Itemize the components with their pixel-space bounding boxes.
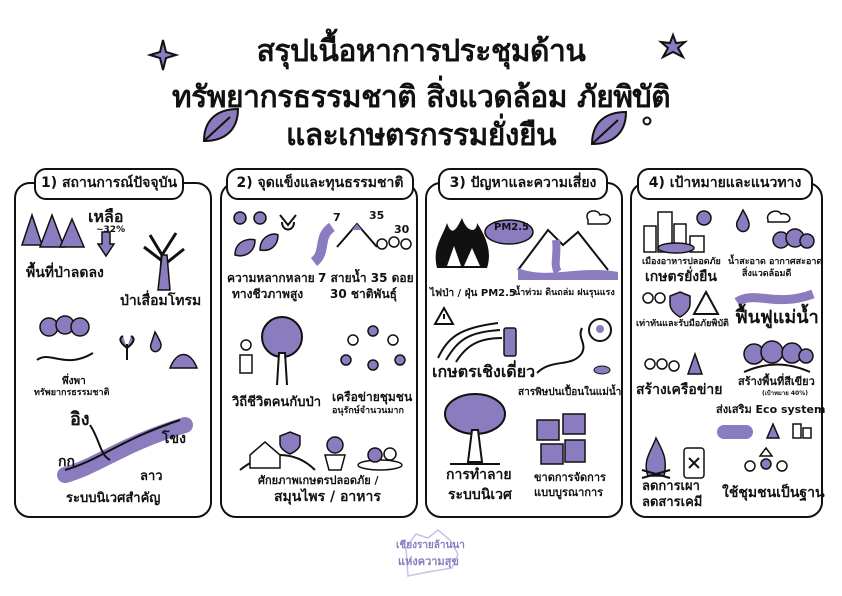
- panel-1-title: 1) สถานการณ์ปัจจุบัน: [34, 168, 184, 200]
- disaster-label: เท่าทันและรับมือภัยพิบัติ: [636, 319, 729, 329]
- resources-label: ทรัพยากรธรรมชาติ: [34, 388, 110, 398]
- farm-herbs-food-icon: [239, 431, 403, 471]
- network-label-2: อนุรักษ์จำนวนมาก: [332, 406, 404, 416]
- damaged-tree-icon: [444, 393, 506, 465]
- food-city-label: เมืองอาหารปลอดภัย: [642, 257, 721, 267]
- sparkle-icon: [146, 39, 180, 71]
- sustainable-agriculture-label: เกษตรยั่งยืน: [645, 269, 717, 285]
- khong-river-label: โขง: [162, 431, 186, 447]
- fire-dust-label: ไฟป่า / ฝุ่น PM2.5: [430, 288, 516, 299]
- potential-label-1: ศักยภาพเกษตรปลอดภัย /: [258, 474, 379, 487]
- fire-spray-icon: [641, 436, 705, 479]
- river-map-icon: [57, 417, 193, 483]
- degraded-forest-label: ป่าเสื่อมโทรม: [120, 293, 202, 309]
- panel-4-title: 4) เป้าหมายและแนวทาง: [637, 168, 813, 200]
- title-line-3: และเกษตรกรรมยั่งยืน: [285, 118, 557, 153]
- logo-line-2: แห่งความสุข: [398, 555, 459, 568]
- lack-label-1: ขาดการจัดการ: [534, 471, 606, 484]
- network-people-icon: [644, 351, 704, 375]
- community-network-icon: [340, 325, 406, 371]
- logo-line-1: เชียงรายล้านนา: [396, 540, 465, 551]
- forest-decline-label: พื้นที่ป่าลดลง: [26, 265, 104, 281]
- flood-landslide-icon: [517, 210, 618, 280]
- potential-label-2: สมุนไพร / อาหาร: [274, 489, 381, 505]
- ing-river-label: อิง: [70, 409, 90, 430]
- reduce-chemicals-label: ลดสารเคมี: [642, 495, 703, 510]
- biodiversity-icon: [233, 211, 297, 257]
- biodiversity-label-2: ทางชีวภาพสูง: [232, 287, 304, 301]
- leaf-icon: [590, 110, 628, 146]
- community-base-icon: [744, 446, 788, 472]
- circle-decoration: [642, 116, 652, 126]
- lack-label-2: แบบบูรณาการ: [534, 486, 604, 499]
- green-goal-label: (เป้าหมาย 40%): [762, 390, 808, 397]
- panel-2-title: 2) จุดแข็งและทุนธรรมชาติ: [226, 168, 414, 200]
- green-area-label: สร้างพื้นที่สีเขียว: [738, 375, 815, 388]
- city-food-icon: [643, 210, 712, 254]
- circle-decoration: [632, 88, 642, 98]
- lifestyle-label: วิถีชีวิตคนกับป่า: [232, 395, 321, 410]
- build-network-label: สร้างเครือข่าย: [636, 382, 723, 398]
- clean-label-2: สิ่งแวดล้อมดี: [742, 269, 792, 279]
- restore-river-label: ฟื้นฟูแม่น้ำ: [735, 307, 819, 328]
- title-line-2: ทรัพยากรธรรมชาติ สิ่งแวดล้อม ภัยพิบัติ: [171, 80, 671, 115]
- forest-icon: [20, 212, 86, 248]
- destroy-label-1: การทำลาย: [446, 467, 512, 483]
- forest-fire-icon: [435, 218, 489, 268]
- pm25-label: PM2.5: [494, 222, 529, 233]
- monoculture-label: เกษตรเชิงเดี่ยว: [432, 362, 536, 381]
- ecosystem-label: ระบบนิเวศสำคัญ: [66, 491, 161, 506]
- title-line-1: สรุปเนื้อหาการประชุมด้าน: [256, 34, 586, 69]
- pm25-cloud-icon: [484, 219, 534, 245]
- panel-3-title: 3) ปัญหาและความเสี่ยง: [438, 168, 608, 200]
- percent-label: ~32%: [96, 225, 126, 235]
- community-base-label: ใช้ชุมชนเป็นฐาน: [722, 485, 825, 501]
- down-arrow-icon: [96, 231, 116, 258]
- flood-label: น้ำท่วม ดินถล่ม ฝนรุนแรง: [514, 288, 615, 298]
- pesticide-field-icon: [437, 322, 517, 363]
- biodiversity-label-1: ความหลากหลาย: [227, 271, 315, 285]
- sprout-drop-soil-icon: [119, 330, 199, 369]
- rivers-label-1: 7 สายน้ำ 35 ดอย: [318, 271, 414, 285]
- lao-label: ลาว: [140, 469, 163, 484]
- hand-trees-icon: [36, 315, 94, 362]
- remain-label: เหลือ: [88, 207, 124, 226]
- reduce-burning-label: ลดการเผา: [642, 479, 700, 494]
- number-7: 7: [333, 211, 341, 224]
- network-label-1: เครือข่ายชุมชน: [332, 390, 413, 404]
- province-map-logo-icon: [405, 529, 459, 577]
- toxic-river-icon: [536, 318, 612, 375]
- rivers-label-2: 30 ชาติพันธุ์: [330, 287, 397, 301]
- warning-icon: [433, 305, 455, 325]
- chiang-rai-logo: เชียงรายล้านนา แห่งความสุข: [392, 528, 472, 578]
- number-30: 30: [394, 223, 410, 236]
- river-mountain-people-icon: [310, 222, 412, 266]
- star-icon: [657, 32, 689, 60]
- leaf-icon: [202, 107, 240, 143]
- tree-farmer-icon: [239, 316, 303, 386]
- depend-label: พึ่งพา: [62, 376, 86, 387]
- green-area-icon: [743, 340, 814, 373]
- kok-river-label: กก: [58, 454, 75, 470]
- destroy-label-2: ระบบนิเวศ: [448, 487, 512, 503]
- dead-tree-icon: [143, 232, 185, 291]
- puzzle-icon: [536, 413, 586, 465]
- eco-system-icons: [717, 422, 812, 439]
- people-shield-warning-icon: [642, 289, 720, 318]
- clean-label-1: น้ำสะอาด อากาศสะอาด: [728, 257, 823, 267]
- eco-system-label: ส่งเสริม Eco system: [716, 403, 826, 416]
- drop-cloud-trees-icon: [735, 208, 815, 249]
- river-restore-icon: [734, 289, 815, 306]
- toxic-label: สารพิษปนเปื้อนในแม่น้ำ: [518, 387, 622, 398]
- number-35: 35: [369, 209, 385, 222]
